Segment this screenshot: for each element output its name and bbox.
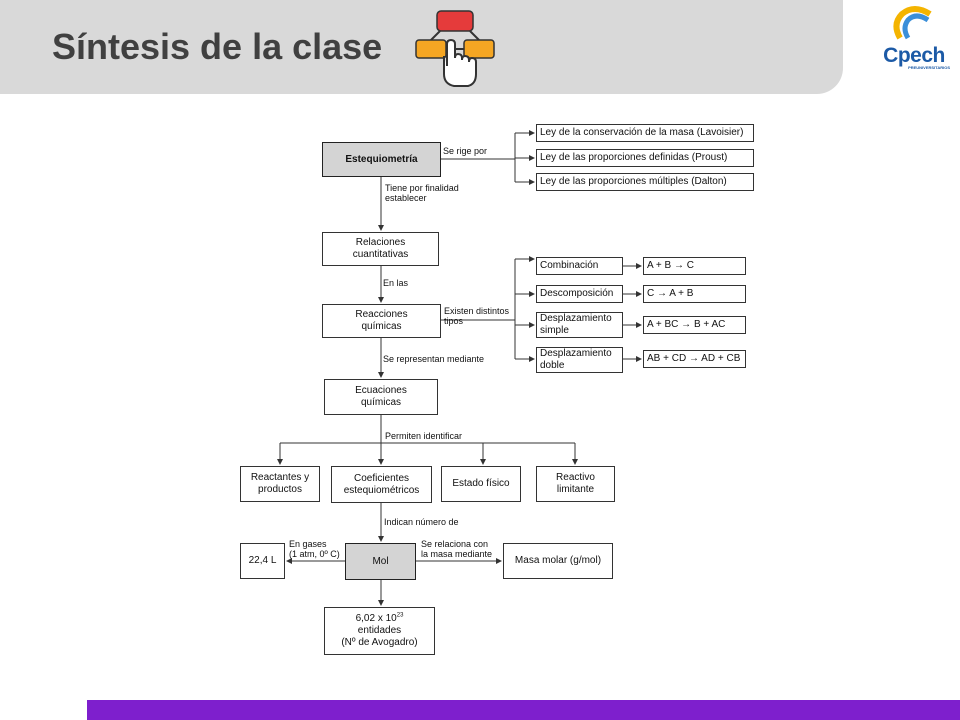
flowchart-hand-icon xyxy=(415,10,495,87)
avogadro-exponent: 23 xyxy=(396,612,404,619)
node-mol: Mol xyxy=(345,543,416,580)
node-eq-desplazamiento-doble: AB + CD → AD + CB xyxy=(643,350,746,368)
node-eq-descomposicion: C → A + B xyxy=(643,285,746,303)
label-indican: Indican número de xyxy=(384,517,459,527)
node-eq-combinacion: A + B → C xyxy=(643,257,746,275)
avogadro-text: entidades (Nº de Avogadro) xyxy=(341,625,418,648)
node-masa-molar: Masa molar (g/mol) xyxy=(503,543,613,579)
cpech-logo: Cpech PREUNIVERSITARIOS xyxy=(878,4,950,74)
node-desplazamiento-doble: Desplazamiento doble xyxy=(536,347,623,373)
logo-emblem-icon xyxy=(893,6,932,40)
logo-text: Cpech xyxy=(883,44,945,67)
node-estado-fisico: Estado físico xyxy=(441,466,521,502)
node-combinacion: Combinación xyxy=(536,257,623,275)
node-reactantes: Reactantes y productos xyxy=(240,466,320,502)
node-relaciones: Relaciones cuantitativas xyxy=(322,232,439,266)
node-reactivo-limitante: Reactivo limitante xyxy=(536,466,615,502)
label-finalidad: Tiene por finalidad establecer xyxy=(385,183,459,203)
node-ley-proust: Ley de las proporciones definidas (Prous… xyxy=(536,149,754,167)
label-en-las: En las xyxy=(383,278,409,288)
node-descomposicion: Descomposición xyxy=(536,285,623,303)
label-representan: Se representan mediante xyxy=(383,354,485,364)
node-coeficientes: Coeficientes estequiométricos xyxy=(331,466,432,503)
label-permiten: Permiten identificar xyxy=(385,431,463,441)
node-estequiometria: Estequiometría xyxy=(322,142,441,177)
node-ley-lavoisier: Ley de la conservación de la masa (Lavoi… xyxy=(536,124,754,142)
node-ley-dalton: Ley de las proporciones múltiples (Dalto… xyxy=(536,173,754,191)
footer-bar xyxy=(87,700,960,720)
page-title: Síntesis de la clase xyxy=(52,26,383,67)
label-gases: En gases (1 atm, 0º C) xyxy=(289,539,340,559)
node-eq-desplazamiento-simple: A + BC → B + AC xyxy=(643,316,746,334)
node-avogadro: 6,02 x 1023 entidades (Nº de Avogadro) xyxy=(324,607,435,655)
node-volumen: 22,4 L xyxy=(240,543,285,579)
header-bar: Síntesis de la clase xyxy=(0,0,843,94)
label-se-rige: Se rige por xyxy=(443,146,488,156)
label-masa: Se relaciona con la masa mediante xyxy=(421,539,493,559)
logo-subtext: PREUNIVERSITARIOS xyxy=(908,65,950,70)
node-ecuaciones: Ecuaciones químicas xyxy=(324,379,438,415)
label-tipos: Existen distintos tipos xyxy=(444,306,510,326)
node-reacciones: Reacciones químicas xyxy=(322,304,441,338)
avogadro-number: 6,02 x 1023 xyxy=(356,613,404,625)
node-desplazamiento-simple: Desplazamiento simple xyxy=(536,312,623,338)
avogadro-base: 6,02 x 10 xyxy=(355,613,397,624)
